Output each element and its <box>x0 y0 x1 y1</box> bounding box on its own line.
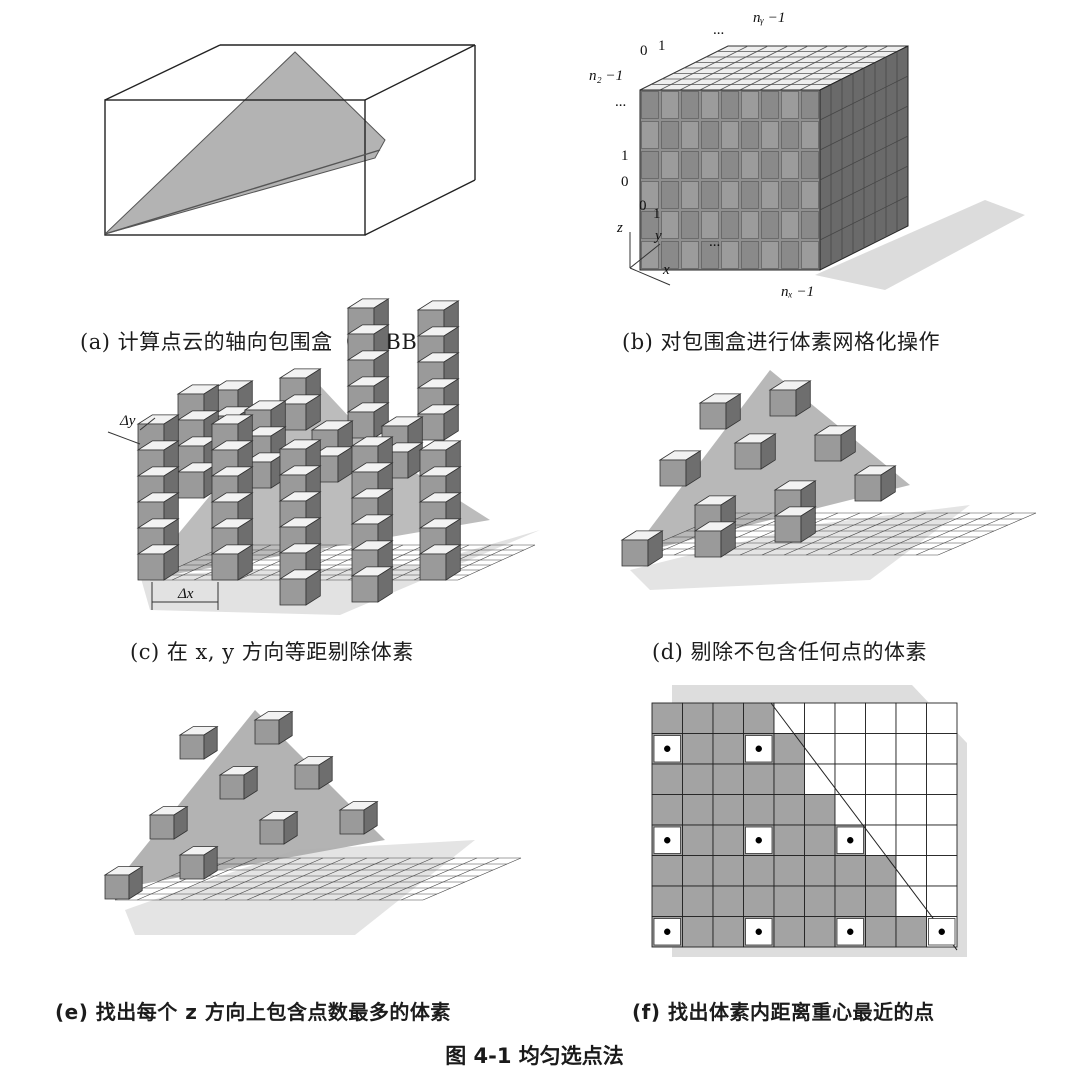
label-zero-top: 0 <box>640 43 648 59</box>
voxel-cubes <box>620 380 897 567</box>
centroid-point <box>755 745 762 752</box>
aabb-diagram <box>104 44 476 236</box>
centroid-point <box>664 745 671 752</box>
voxel-cube <box>418 544 462 581</box>
centroid-point <box>664 928 671 935</box>
voxel-cube <box>253 710 294 745</box>
voxel-cube <box>733 433 777 470</box>
selected-points <box>653 735 956 946</box>
voxel-cube <box>768 380 812 417</box>
empty-removal-diagram <box>620 370 1037 590</box>
point-cloud-plane <box>104 51 386 235</box>
axis-x-label: x <box>662 262 670 278</box>
floor-shadow <box>630 505 970 590</box>
voxel-cubes <box>103 710 379 900</box>
centroid-point <box>847 837 854 844</box>
voxel-cube <box>338 800 379 835</box>
label-nx-minus-1: nₓ −1 <box>781 284 814 300</box>
grid-shadow <box>815 200 1025 290</box>
centroid-point <box>755 928 762 935</box>
aabb-box <box>104 44 476 236</box>
voxel-block <box>639 45 909 271</box>
voxel-grid-diagram <box>639 45 1025 290</box>
voxel-cube <box>278 394 322 431</box>
panel-b-voxel-grid: nᵧ −1 ... 0 1 n₂ −1 ... 1 0 0 1 ... nₓ −… <box>585 0 1055 310</box>
centroid-point <box>664 837 671 844</box>
voxel-cube <box>853 465 897 502</box>
caption-f: (f) 找出体素内距离重心最近的点 <box>632 1000 935 1024</box>
caption-c: (c) 在 x, y 方向等距剔除体素 <box>130 640 414 664</box>
axis-y-label: y <box>653 228 662 244</box>
label-dots-left: ... <box>615 94 626 110</box>
label-zero-left: 0 <box>621 174 629 190</box>
label-dy: Δy <box>119 413 136 429</box>
voxel-cube <box>136 544 180 581</box>
label-one-top: 1 <box>658 38 666 54</box>
voxel-cube <box>773 506 817 543</box>
label-one-left: 1 <box>621 148 629 164</box>
voxel-cube <box>278 569 322 606</box>
figure-title: 图 4-1 均匀选点法 <box>445 1044 624 1068</box>
voxel-cube <box>658 450 702 487</box>
spacing-labels: Δy Δx <box>107 413 219 610</box>
voxel-cube <box>293 755 334 790</box>
centroid-point <box>847 928 854 935</box>
label-nz-minus-1: n₂ −1 <box>589 68 623 84</box>
selected-voxel <box>653 735 681 763</box>
floor-shadow <box>140 530 540 615</box>
centroid-point <box>755 837 762 844</box>
point-cloud-plane <box>110 710 385 890</box>
panel-c-equidistant-removal: Δy Δx <box>100 298 540 620</box>
centroid-point <box>938 928 945 935</box>
label-one-bottom: 1 <box>653 206 661 222</box>
voxel-cube <box>813 425 857 462</box>
label-dots-bottom: ... <box>709 234 720 250</box>
axis-triad <box>629 232 671 286</box>
voxel-cube <box>416 404 460 441</box>
voxel-cube <box>698 393 742 430</box>
voxel-columns <box>136 298 462 606</box>
block-front-face <box>639 89 821 271</box>
panel-f-top-view <box>640 685 1060 957</box>
voxel-cube <box>258 810 299 845</box>
voxel-cube <box>350 566 394 603</box>
floor-grid <box>114 857 522 901</box>
panel-d-empty-removal <box>610 365 1037 595</box>
label-dx: Δx <box>177 586 194 602</box>
voxel-cube <box>620 530 664 567</box>
voxel-cube <box>178 725 219 760</box>
voxel-cube <box>178 845 219 880</box>
caption-b: (b) 对包围盒进行体素网格化操作 <box>622 330 941 354</box>
plane-edge <box>770 702 958 951</box>
voxel-cube <box>148 805 189 840</box>
label-dots-top: ... <box>713 22 724 38</box>
panel-e-max-points <box>95 700 522 950</box>
top-view-cells <box>651 702 958 948</box>
equidistant-removal-diagram <box>136 298 540 615</box>
panel-a-aabb <box>95 40 495 290</box>
top-view-grid <box>651 685 967 957</box>
voxel-cube <box>218 765 259 800</box>
voxel-grid-labels: nᵧ −1 ... 0 1 n₂ −1 ... 1 0 0 1 ... nₓ −… <box>589 10 814 300</box>
label-ny-minus-1: nᵧ −1 <box>753 10 785 26</box>
voxel-cube <box>103 865 144 900</box>
label-zero-bottom: 0 <box>639 198 647 214</box>
caption-e: (e) 找出每个 z 方向上包含点数最多的体素 <box>55 1000 451 1024</box>
voxel-cube <box>693 521 737 558</box>
max-points-diagram <box>103 710 522 935</box>
voxel-cube <box>210 544 254 581</box>
axis-z-label: z <box>616 220 623 236</box>
caption-d: (d) 剔除不包含任何点的体素 <box>652 640 928 664</box>
